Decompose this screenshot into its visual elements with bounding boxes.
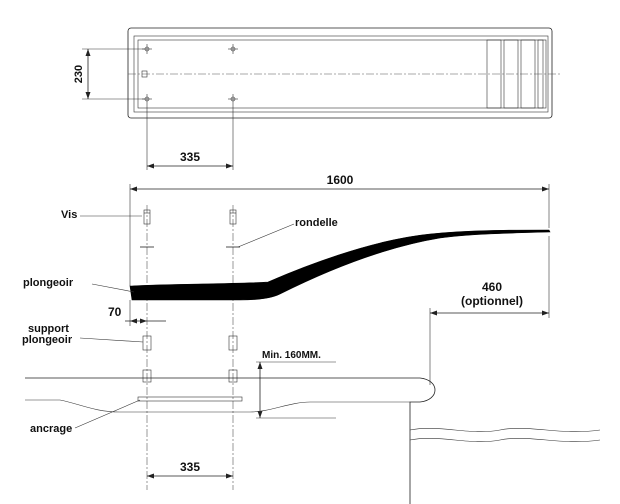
plongeoir-label: plongeoir [23,277,74,289]
arrow-head [226,163,233,169]
arrow-head [430,310,437,316]
support-label-line1: support [28,323,69,335]
water-wave [409,437,601,443]
arrow-head [147,163,154,169]
anchor-bolt [228,369,238,383]
optionnel-label: (optionnel) [461,294,523,308]
screw [229,209,237,225]
arrow-head [85,49,91,56]
grip-slat [486,39,502,109]
dim-70-label: 70 [108,305,122,319]
dim-460-label: 460 [482,280,502,294]
leader-line [79,337,144,343]
diving-board [129,229,551,301]
leader-line [237,223,295,248]
support-block [228,335,238,351]
bolt-hole [228,94,238,104]
bolt-hole [228,44,238,54]
dim-1600-label: 1600 [327,173,354,187]
vis-label: Vis [61,209,77,221]
arrow-head [226,473,233,479]
anchor-bolt [142,369,152,383]
ancrage-label: ancrage [30,423,72,435]
deck-surface [25,399,410,413]
dim-335-bottom-label: 335 [180,460,200,474]
anchor-plate [137,396,243,402]
screw [143,209,151,225]
support-label-line2: plongeoir [22,334,73,346]
min-height-label: Min. 160MM. [262,350,321,361]
dim-230-label: 230 [73,65,85,83]
pool-deck-coping [25,377,436,504]
board-outline-outer [127,27,553,119]
arrow-head [542,186,549,192]
elevation-view: 1600 Vis rondelle plongeoir 70 [22,173,601,504]
arrow-head [130,186,137,192]
arrow-head [257,411,263,418]
center-mark [141,70,148,78]
arrow-head [542,310,549,316]
plan-view: 230 335 [73,27,560,170]
arrow-head [85,92,91,99]
dim-335-top-label: 335 [180,150,200,164]
water-wave [409,427,601,433]
support-block [142,335,152,351]
arrow-head [140,318,147,324]
arrow-head [147,473,154,479]
rondelle-label: rondelle [295,217,338,229]
arrow-head [130,318,137,324]
arrow-head [257,362,263,369]
leader-line [91,283,135,293]
leader-line [74,399,141,429]
